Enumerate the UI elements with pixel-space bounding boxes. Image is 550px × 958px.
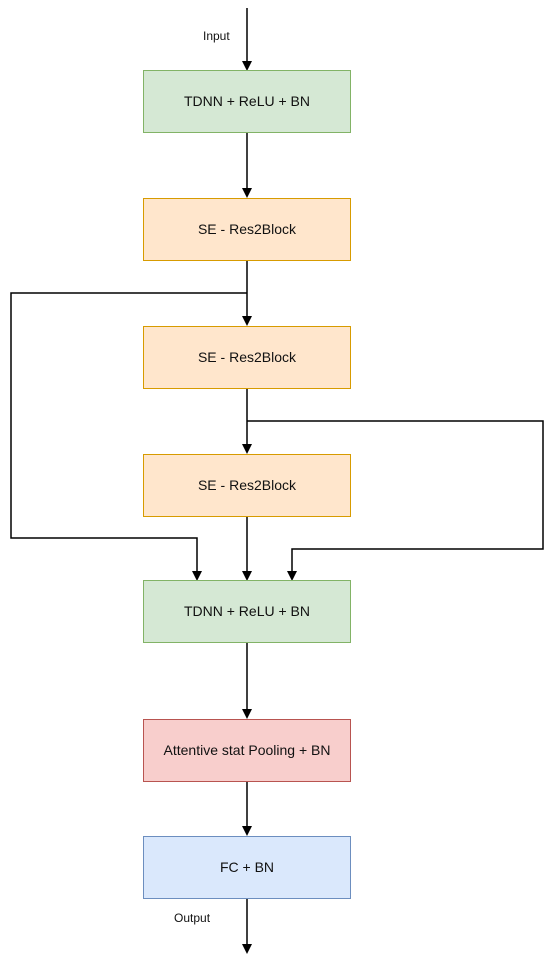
output-label: Output (174, 911, 211, 925)
se-res2block-1: SE - Res2Block (143, 198, 351, 261)
attentive-stat-pooling-block: Attentive stat Pooling + BN (143, 719, 351, 782)
skip-connection-left (10, 292, 247, 581)
tdnn-relu-bn-block-2: TDNN + ReLU + BN (143, 580, 351, 643)
se-res2block-2: SE - Res2Block (143, 326, 351, 389)
skip-connection-right (247, 420, 544, 581)
se-res2block-3: SE - Res2Block (143, 454, 351, 517)
tdnn-relu-bn-block-1: TDNN + ReLU + BN (143, 70, 351, 133)
fc-bn-block: FC + BN (143, 836, 351, 899)
input-label: Input (203, 29, 230, 43)
